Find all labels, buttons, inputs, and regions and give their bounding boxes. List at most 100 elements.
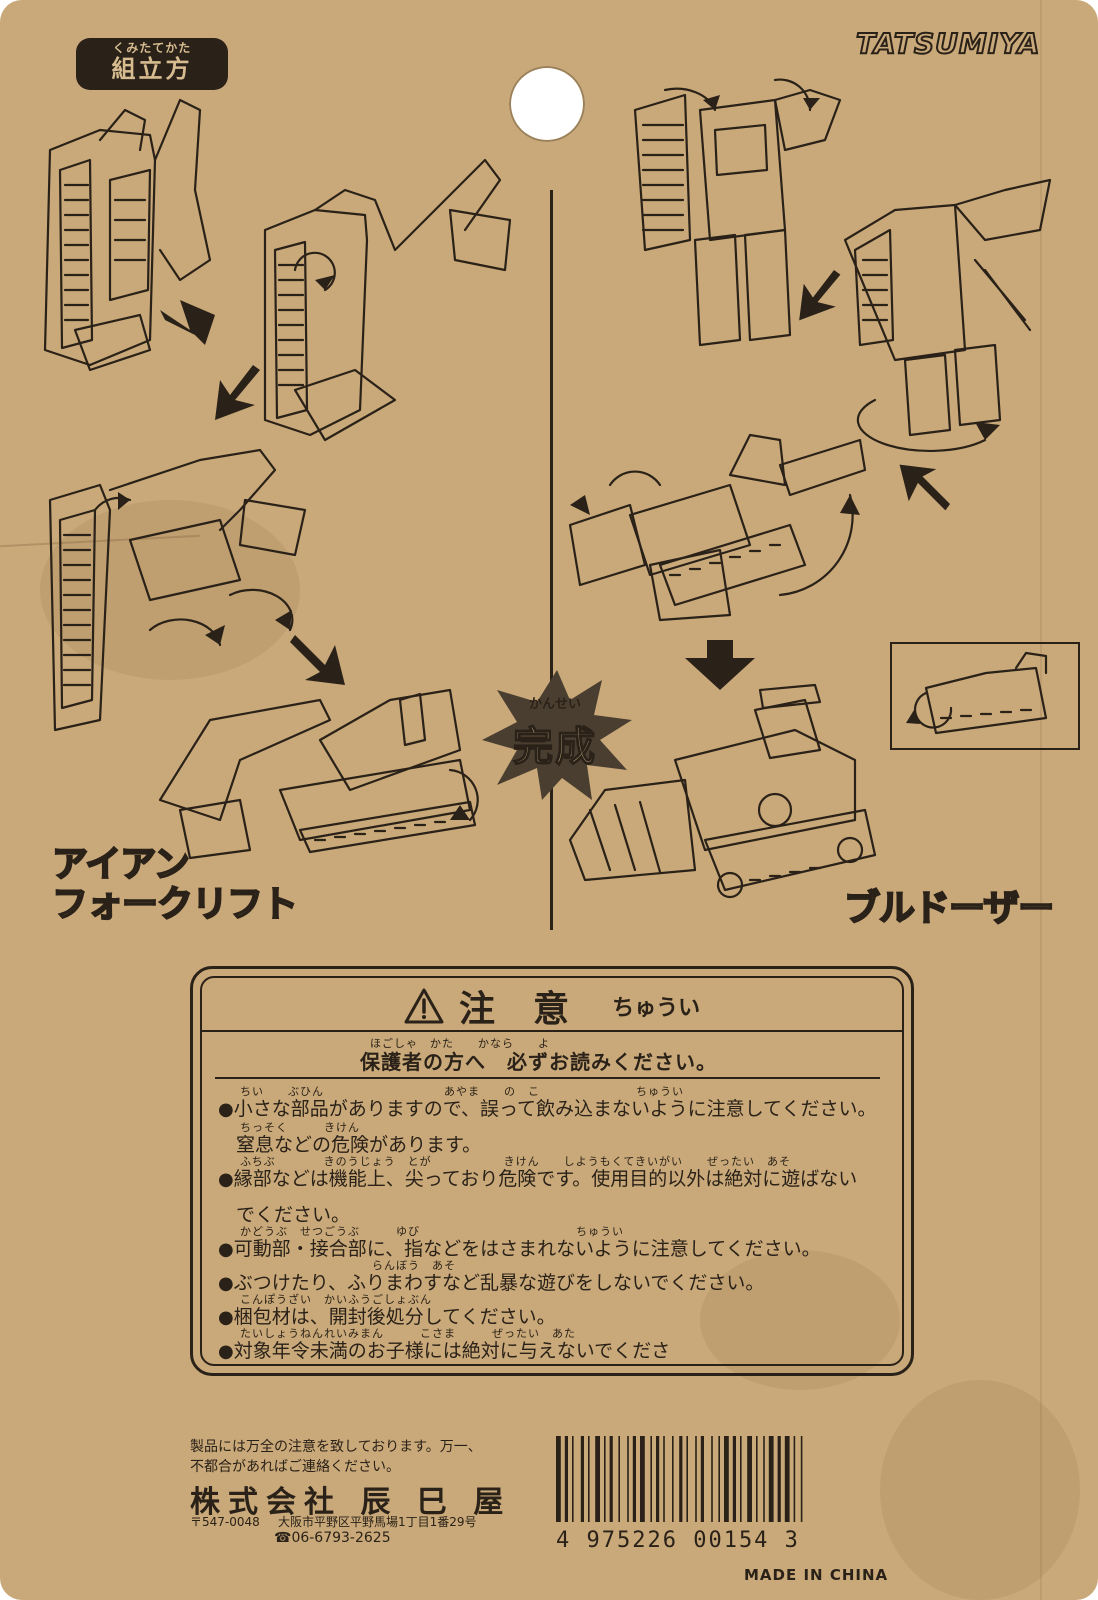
warning-item: ●可動部・接合部に、指などをはさまれないように注意してください。 [218,1238,821,1261]
caution-title: 注意 [458,989,607,1030]
company-phone: ☎06-6793-2625 [274,1530,391,1546]
warning-item-ruby: かどうぶ せつごうぶ ゆび ちゅうい [240,1225,624,1238]
warning-item-text: 縁部などは機能上、尖っており危険です。使用目的以外は絶対に遊ばない [233,1168,858,1190]
iron-forklift-vehicle-illustration [158,688,479,860]
barcode-bar [724,1436,729,1522]
barcode-bar [656,1436,660,1522]
barcode-bar [768,1436,774,1522]
bulldozer-name: ブルドーザー [843,888,1055,929]
caution-subtitle-underline [215,1077,880,1079]
forklift-transforming-illustration [48,448,307,732]
barcode-bar [564,1436,568,1522]
paper-stain [880,1380,1080,1600]
maker-note-line1: 製品には万全の注意を致しております。万一、 [190,1439,482,1455]
caution-panel [190,966,914,1376]
bullet-icon [218,1135,236,1156]
barcode-bar [663,1436,665,1522]
step-arrow-icon [290,635,345,685]
barcode-bar [650,1436,652,1522]
company-address: 大阪市平野区平野馬場1丁目1番29号 [278,1515,477,1529]
barcode-bar [595,1436,600,1522]
barcode-bar [711,1436,713,1522]
assembly-instructions-badge: くみたてかた 組立方 [76,38,228,90]
barcode-bar [756,1436,758,1522]
barcode-bar [732,1436,736,1522]
barcode-bar [784,1436,790,1522]
robot-transforming-illustration-right [843,178,1052,453]
barcode-bar [640,1436,645,1522]
brand-logo: TATSUMIYA [855,26,1041,61]
warning-item-ruby: ちい ぶひん あやま の こ ちゅうい [240,1085,684,1098]
warning-item: ●ぶつけたり、ふりまわすなど乱暴な遊びをしないでください。 [218,1272,764,1295]
barcode-bar [632,1436,636,1522]
step-arrow-icon [215,365,260,420]
barcode-bar [588,1436,590,1522]
barcode-bar [627,1436,629,1522]
instructions-ruby: くみたてかた [112,41,192,55]
warning-item: ●梱包材は、開封後処分してください。 [218,1306,556,1329]
warning-triangle-icon [404,988,444,1024]
step-arrow-down-icon [685,640,755,690]
bullet-icon: ● [218,1273,234,1294]
caution-subtitle-ruby: ほごしゃ かた かなら よ [370,1037,550,1050]
robot-transforming-illustration [263,158,512,442]
caution-panel-inner-border [200,976,904,1366]
bullet-icon: ● [218,1307,234,1328]
step-arrow-icon [899,464,950,511]
center-divider-line [550,190,553,930]
bulldozer-transforming-illustration [568,433,867,622]
barcode-bar [572,1436,574,1522]
warning-item-text: 梱包材は、開封後処分してください。 [233,1306,556,1328]
warning-item-text: 窒息などの危険があります。 [236,1134,482,1156]
step-arrow-icon [160,300,215,345]
robot-mode-illustration [43,98,212,372]
complete-ruby: かんせい [528,697,581,712]
caution-divider [200,1030,904,1032]
warning-item-text: 可動部・接合部に、指などをはさまれないように注意してください。 [233,1238,821,1260]
bullet-icon: ● [218,1099,234,1120]
barcode-number: 4 975226 00154 3 [556,1528,800,1553]
warning-item-text: 小さな部品がありますので、誤って飲み込まないように注意してください。 [233,1098,877,1120]
combined-bulldozer-illustration [906,651,1048,735]
robot-mode-illustration-right [633,78,842,347]
step-arrow-icon [799,270,841,321]
barcode [556,1436,803,1522]
company-name: 株式会社 辰 巳 屋 [190,1485,512,1520]
warning-item: でください。 [218,1204,350,1227]
warning-item: ●縁部などは機能上、尖っており危険です。使用目的以外は絶対に遊ばない [218,1168,857,1191]
barcode-bar [747,1436,752,1522]
warning-item-ruby: らんぼう あそ [240,1259,456,1272]
warning-item-text: 対象年令未満のお子様には絶対に与えないでくださ [233,1340,671,1362]
caution-subtitle: 保護者の方へ 必ずお読みください。 [360,1050,717,1074]
bullet-icon [218,1205,236,1226]
iron-forklift-name-line2: フォークリフト [51,884,299,925]
barcode-bar [718,1436,720,1522]
barcode-bar [686,1436,688,1522]
barcode-bar [672,1436,674,1522]
paper-crease [1040,0,1042,1600]
barcode-bar [604,1436,606,1522]
barcode-bar [695,1436,697,1522]
warning-item-ruby: ちっそく きけん [240,1121,360,1134]
made-in-label: MADE IN CHINA [744,1566,889,1584]
starburst-icon [482,670,632,800]
warning-item: ●対象年令未満のお子様には絶対に与えないでくださ [218,1340,670,1363]
barcode-bar [580,1436,584,1522]
barcode-bar [793,1436,796,1522]
warning-item-ruby: たいしょうねんれいみまん こさま ぜったい あた [240,1327,576,1340]
barcode-bar [777,1436,781,1522]
warning-item: ●小さな部品がありますので、誤って飲み込まないように注意してください。 [218,1098,877,1121]
barcode-bar [556,1436,561,1522]
paper-stain [700,1250,900,1390]
instructions-label: 組立方 [111,55,193,83]
barcode-bar [800,1436,803,1522]
barcode-bar [609,1436,613,1522]
bullet-icon: ● [218,1341,234,1362]
complete-label: 完成 [512,723,597,771]
bullet-icon: ● [218,1239,234,1260]
combined-mode-inset [890,642,1080,750]
iron-forklift-name-line1: アイアン [51,844,191,885]
warning-item-ruby: ふちぶ きのうじょう とが きけん しようもくてきいがい ぜったい あそ [240,1155,792,1168]
caution-title-row: 注意 ちゅうい [200,980,904,1030]
bullet-icon: ● [218,1169,234,1190]
